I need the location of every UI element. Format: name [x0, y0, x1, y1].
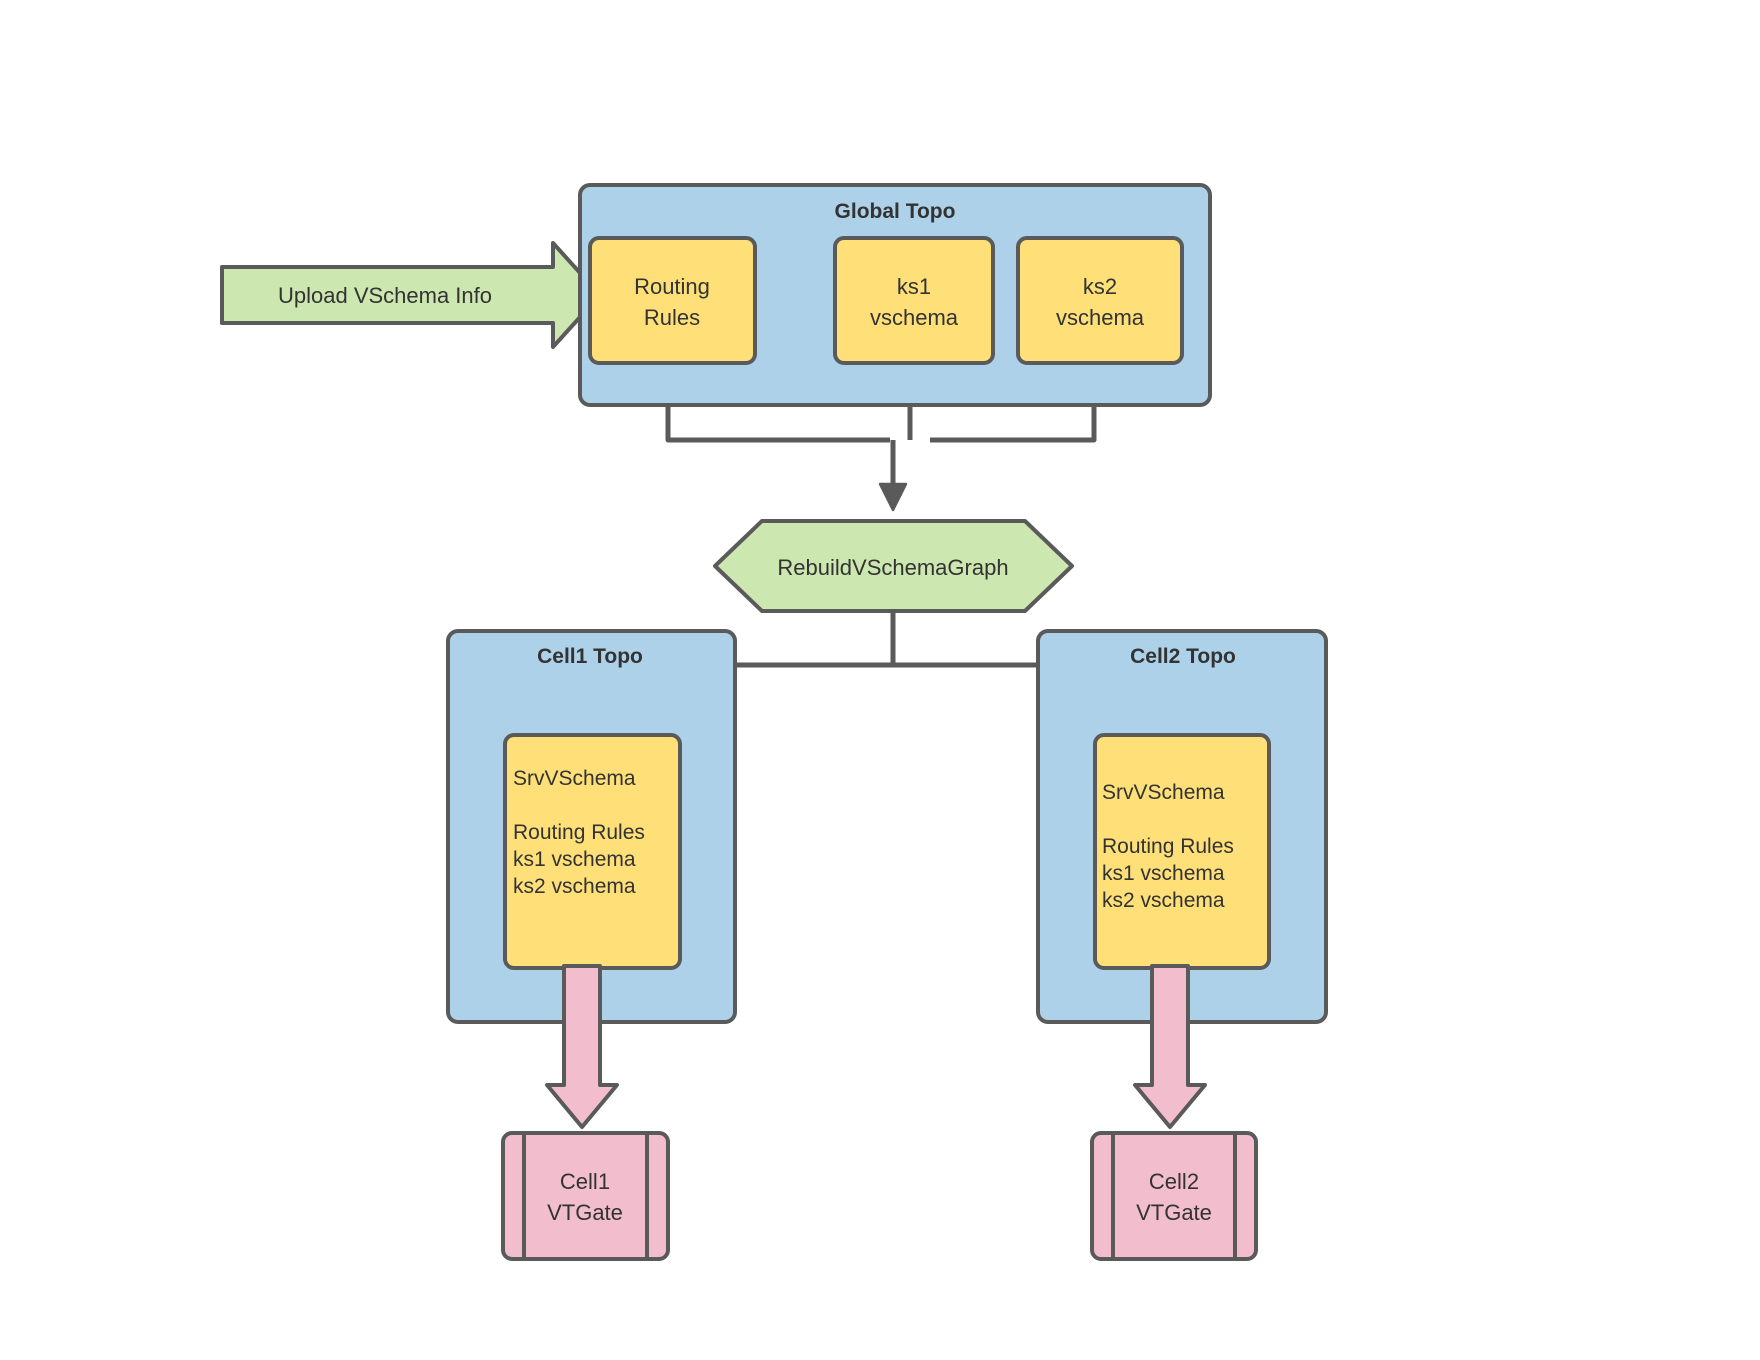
cell1-topo-title: Cell1 Topo — [537, 645, 643, 668]
cell1-topo-container[interactable]: Cell1 Topo SrvVSchema Routing Rules ks1 … — [446, 629, 737, 1024]
cell2-vtgate-box — [1090, 1131, 1258, 1261]
cell2-srvvschema-item-2: ks2 vschema — [1102, 889, 1225, 912]
cell1-vtgate-label-line1: Cell1 — [560, 1169, 610, 1194]
cell1-srvvschema-item-1: ks1 vschema — [513, 848, 636, 871]
edge-cell2-srv-to-vtgate — [1133, 964, 1207, 1129]
global-topo-container[interactable]: Global Topo Routing Rules ks1 vschema ks… — [578, 183, 1212, 407]
node-ks1-vschema[interactable]: ks1 vschema — [833, 236, 995, 365]
node-cell2-vtgate[interactable]: Cell2 VTGate — [1090, 1131, 1258, 1261]
upload-vschema-arrow[interactable]: Upload VSchema Info — [220, 241, 602, 349]
node-cell1-srvvschema[interactable]: SrvVSchema Routing Rules ks1 vschema ks2… — [503, 733, 682, 970]
edge-cell1-srv-to-vtgate — [545, 964, 619, 1129]
cell2-topo-container[interactable]: Cell2 Topo SrvVSchema Routing Rules ks1 … — [1036, 629, 1328, 1024]
cell1-srvvschema-item-0: Routing Rules — [513, 821, 645, 844]
cell2-vtgate-label-line2: VTGate — [1136, 1200, 1212, 1225]
routing-rules-label-line1: Routing — [634, 274, 710, 299]
ks1-vschema-box — [833, 236, 995, 365]
upload-arrow-shape — [220, 241, 602, 349]
routing-rules-box — [588, 236, 757, 365]
node-routing-rules[interactable]: Routing Rules — [588, 236, 757, 365]
routing-rules-label-line2: Rules — [644, 305, 700, 330]
ks2-vschema-label-line2: vschema — [1056, 305, 1145, 330]
global-topo-title: Global Topo — [835, 200, 956, 223]
cell2-srvvschema-item-1: ks1 vschema — [1102, 862, 1225, 885]
node-rebuild-vschema-graph[interactable]: RebuildVSchemaGraph — [713, 519, 1074, 613]
ks1-vschema-label-line1: ks1 — [897, 274, 931, 299]
ks2-vschema-label-line1: ks2 — [1083, 274, 1117, 299]
upload-arrow-label: Upload VSchema Info — [278, 283, 492, 308]
cell2-topo-title: Cell2 Topo — [1130, 645, 1236, 668]
cell1-srvvschema-item-2: ks2 vschema — [513, 875, 636, 898]
rebuild-hexagon-shape — [713, 519, 1074, 613]
node-cell2-srvvschema[interactable]: SrvVSchema Routing Rules ks1 vschema ks2… — [1093, 733, 1271, 970]
node-cell1-vtgate[interactable]: Cell1 VTGate — [501, 1131, 670, 1261]
ks2-vschema-box — [1016, 236, 1184, 365]
ks1-vschema-label-line2: vschema — [870, 305, 959, 330]
cell1-pink-arrow-shape — [545, 964, 619, 1129]
cell2-srvvschema-item-0: Routing Rules — [1102, 835, 1234, 858]
rebuild-label: RebuildVSchemaGraph — [777, 555, 1008, 580]
cell1-srvvschema-heading: SrvVSchema — [513, 767, 636, 790]
cell2-vtgate-label-line1: Cell2 — [1149, 1169, 1199, 1194]
node-ks2-vschema[interactable]: ks2 vschema — [1016, 236, 1184, 365]
cell1-vtgate-label-line2: VTGate — [547, 1200, 623, 1225]
cell2-pink-arrow-shape — [1133, 964, 1207, 1129]
cell2-srvvschema-heading: SrvVSchema — [1102, 781, 1225, 804]
cell1-vtgate-box — [501, 1131, 670, 1261]
